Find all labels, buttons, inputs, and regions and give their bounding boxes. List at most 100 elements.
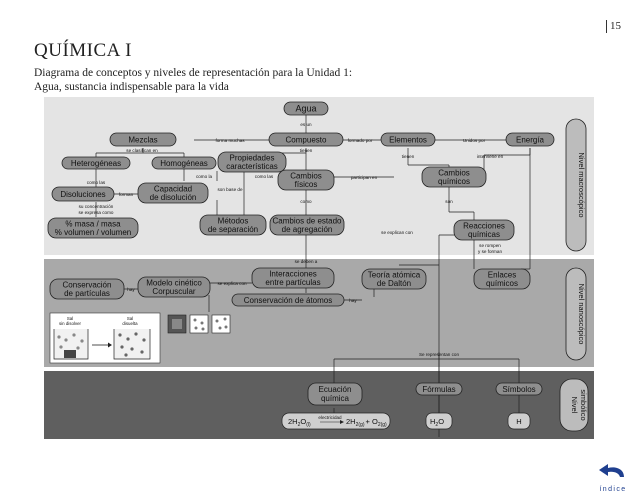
node-modelo-cinetico-label-1: Modelo cinético xyxy=(146,279,202,288)
back-arrow-icon xyxy=(599,464,624,477)
edge-label-se-representan-con: Se representan con xyxy=(419,352,460,357)
node-disoluciones: Disoluciones xyxy=(51,186,115,202)
node-cambios-fisicos-label-1: Cambios xyxy=(290,172,322,181)
node-cambios-quimicos-label-2: químicos xyxy=(438,177,470,186)
edge-label-se-explican-con: se explican con xyxy=(381,230,413,235)
node-disoluciones-label: Disoluciones xyxy=(60,190,105,199)
band-label-symbolic-line2: simbólico xyxy=(579,389,588,420)
edge-label-se-clasifican-en: se clasifican en xyxy=(126,148,158,153)
edge-label-se-deben-a: se deben a xyxy=(295,259,318,264)
node-propiedades-label-2: características xyxy=(226,162,278,171)
node-cambios-quimicos-label-1: Cambios xyxy=(438,169,470,178)
sal-sin-disolver-label-2: sin disolver xyxy=(59,321,81,326)
node-propiedades-label-1: Propiedades xyxy=(230,154,275,163)
node-reacciones: Reacciones químicas xyxy=(453,219,515,241)
node-propiedades: Propiedades características xyxy=(217,151,287,173)
indice-label: índice xyxy=(599,486,627,493)
formula-box: H2O xyxy=(425,412,453,430)
node-porcentajes-label-1: % masa / masa xyxy=(65,220,121,229)
node-teoria-atomica-label-2: de Daltón xyxy=(377,279,411,288)
node-mezclas: Mezclas xyxy=(109,132,177,147)
particle-box-1 xyxy=(189,314,209,334)
symbol-text: H xyxy=(516,417,521,426)
node-metodos-label-1: Métodos xyxy=(218,217,249,226)
edge-label-se-explica-con: se explica con xyxy=(217,281,247,286)
particle-box-2 xyxy=(211,314,231,334)
edge-label-tienen-1: tienen xyxy=(300,148,313,153)
node-enlaces-label-1: Enlaces xyxy=(488,271,516,280)
edge-label-como-la: como la xyxy=(196,174,213,179)
edge-label-tienen-2: tienen xyxy=(402,154,415,159)
node-elementos: Elementos xyxy=(380,132,436,147)
band-label-symbolic: Nivel simbólico xyxy=(559,378,589,432)
sal-disuelta-label-2: disuelta xyxy=(122,321,138,326)
node-conservacion-particulas-label-2: de partículas xyxy=(64,289,110,298)
node-reacciones-label-2: químicas xyxy=(468,230,500,239)
node-ecuacion: Ecuación química xyxy=(307,382,363,406)
node-energia-label: Energía xyxy=(516,136,545,145)
edge-label-es-un: es un xyxy=(300,122,312,127)
band-label-macro: Nivel macroscópico xyxy=(565,118,587,252)
crystal-illustration xyxy=(167,314,187,334)
node-porcentajes: % masa / masa % volumen / volumen xyxy=(47,217,139,239)
band-label-nano: Nivel nanoscópico xyxy=(565,267,587,361)
node-modelo-cinetico-label-2: Corpuscular xyxy=(152,287,195,296)
node-compuesto-label: Compuesto xyxy=(286,136,327,145)
equation-box: 2H2O(l) electricidad 2H2(g)+ O2(g) xyxy=(281,412,391,430)
edge-label-formado-por: formado por xyxy=(348,138,373,143)
node-reacciones-label-1: Reacciones xyxy=(463,222,505,231)
equation-arrow-head xyxy=(340,420,344,424)
edge-label-interviene-en: interviene en xyxy=(477,154,504,159)
page-title: QUÍMICA I xyxy=(34,40,132,61)
node-homogeneas-label: Homogéneas xyxy=(160,159,208,168)
node-enlaces-label-2: químicos xyxy=(486,279,518,288)
edge-label-participan-en: participan en xyxy=(351,175,378,180)
node-capacidad-label-1: Capacidad xyxy=(154,185,192,194)
node-metodos: Métodos de separación xyxy=(199,214,267,236)
node-simbolos-label: Símbolos xyxy=(502,385,535,394)
node-metodos-label-2: de separación xyxy=(208,225,258,234)
page-number: 15 xyxy=(606,20,621,33)
node-capacidad-label-2: de disolución xyxy=(150,193,197,202)
node-ecuacion-label-2: química xyxy=(321,394,350,403)
node-cambios-quimicos: Cambios químicos xyxy=(421,166,487,188)
indice-link[interactable]: índice xyxy=(595,463,631,493)
node-cambios-estado: Cambios de estado de agregación xyxy=(269,214,345,236)
node-formulas: Fórmulas xyxy=(415,382,463,396)
formula-text: H2O xyxy=(430,417,444,428)
node-interacciones-label-2: entre partículas xyxy=(265,278,320,287)
beaker-dissolved xyxy=(113,329,151,360)
edge-label-hay-2: hay xyxy=(349,298,357,303)
edge-label-concentracion-2: se expresa como xyxy=(79,210,114,215)
node-heterogeneas-label: Heterogéneas xyxy=(71,159,121,168)
node-cambios-estado-label-2: de agregación xyxy=(282,225,333,234)
sal-disuelta-label-1: Sal xyxy=(127,316,133,321)
band-label-macro-text: Nivel macroscópico xyxy=(577,152,586,217)
edge-label-forma-muchas: forma muchas xyxy=(215,138,245,143)
particle-illustration: Sal sin disolver Sal disuelta xyxy=(49,312,161,364)
edge-label-como: como xyxy=(300,199,312,204)
equation-condition: electricidad xyxy=(318,415,342,420)
node-conservacion-atomos: Conservación de átomos xyxy=(231,293,345,307)
edge-label-como-las-2: como las xyxy=(87,180,106,185)
edge-labels: es un forma muchas formado por Unidos po… xyxy=(79,122,504,357)
node-cambios-fisicos-label-2: físicos xyxy=(295,180,318,189)
node-porcentajes-label-2: % volumen / volumen xyxy=(55,228,131,237)
beaker-undissolved xyxy=(53,329,89,360)
edge-label-concentracion-1: su concentración xyxy=(79,204,114,209)
node-teoria-atomica: Teoría atómica de Daltón xyxy=(361,268,427,290)
equation-text: 2H2O(l) xyxy=(288,417,311,428)
node-enlaces: Enlaces químicos xyxy=(473,268,531,290)
node-conservacion-particulas-label-1: Conservación xyxy=(63,281,112,290)
edge-label-se-rompen: se rompen xyxy=(479,243,501,248)
page-subtitle: Diagrama de conceptos y niveles de repre… xyxy=(34,66,454,94)
node-agua: Agua xyxy=(283,101,329,116)
edge-label-unidos-por: Unidos por xyxy=(463,138,486,143)
node-teoria-atomica-label-1: Teoría atómica xyxy=(368,271,421,280)
node-agua-label: Agua xyxy=(295,104,316,114)
node-formulas-label: Fórmulas xyxy=(422,385,455,394)
node-elementos-label: Elementos xyxy=(389,136,427,145)
node-cambios-fisicos: Cambios físicos xyxy=(277,169,335,191)
symbol-box: H xyxy=(507,412,531,430)
node-heterogeneas: Heterogéneas xyxy=(61,156,131,170)
